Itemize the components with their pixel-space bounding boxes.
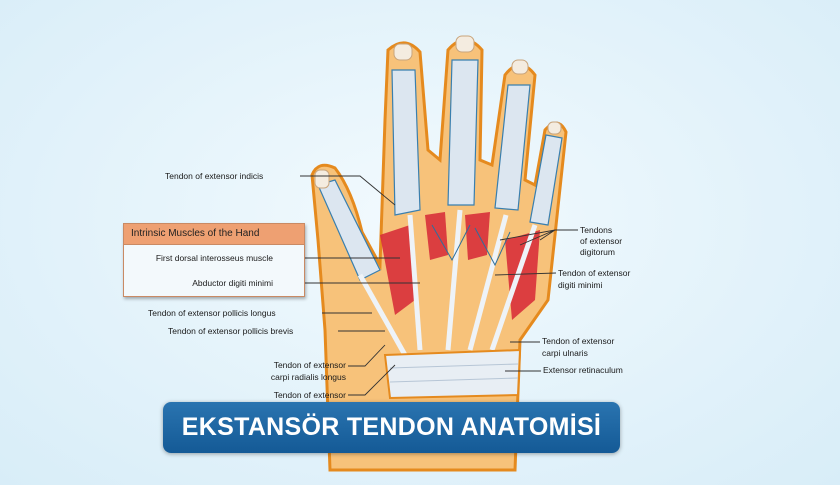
dorsal-tendons bbox=[357, 209, 538, 357]
dorsal-tendon-edges bbox=[431, 224, 511, 267]
label-extensor-retinaculum: Extensor retinaculum bbox=[543, 365, 623, 375]
title-banner: EKSTANSÖR TENDON ANATOMİSİ bbox=[163, 402, 620, 453]
finger-tendons bbox=[317, 59, 563, 281]
label-digiti-minimi-line2: digiti minimi bbox=[558, 280, 603, 290]
label-carpi-ulnaris-line2: carpi ulnaris bbox=[542, 348, 588, 358]
label-digitorum-line1: Tendons bbox=[580, 225, 613, 235]
label-carpi-radialis-line1: Tendon of extensor bbox=[273, 360, 346, 370]
retinaculum bbox=[383, 348, 522, 400]
box-header: Intrinsic Muscles of the Hand bbox=[124, 224, 304, 245]
muscles bbox=[380, 212, 540, 320]
label-carpi-radialis-line2: carpi radialis longus bbox=[270, 372, 346, 382]
fingernails bbox=[314, 35, 562, 189]
label-pollicis-longus: Tendon of extensor pollicis longus bbox=[148, 308, 276, 318]
label-first-dorsal-interosseus: First dorsal interosseus muscle bbox=[155, 253, 273, 263]
label-pollicis-brevis: Tendon of extensor pollicis brevis bbox=[168, 326, 294, 336]
label-extensor-bottom: Tendon of extensor bbox=[273, 390, 346, 400]
label-abductor-digiti-minimi: Abductor digiti minimi bbox=[192, 278, 273, 288]
leader-lines bbox=[298, 175, 578, 396]
banner-title: EKSTANSÖR TENDON ANATOMİSİ bbox=[181, 413, 602, 441]
label-carpi-ulnaris-line1: Tendon of extensor bbox=[542, 336, 615, 346]
intrinsic-muscles-box: Intrinsic Muscles of the Hand First dors… bbox=[123, 223, 305, 297]
label-digiti-minimi-line1: Tendon of extensor bbox=[558, 268, 631, 278]
label-digitorum-line2: of extensor bbox=[580, 236, 623, 246]
label-digitorum-line3: digitorum bbox=[580, 247, 615, 257]
label-extensor-indicis: Tendon of extensor indicis bbox=[165, 171, 264, 181]
